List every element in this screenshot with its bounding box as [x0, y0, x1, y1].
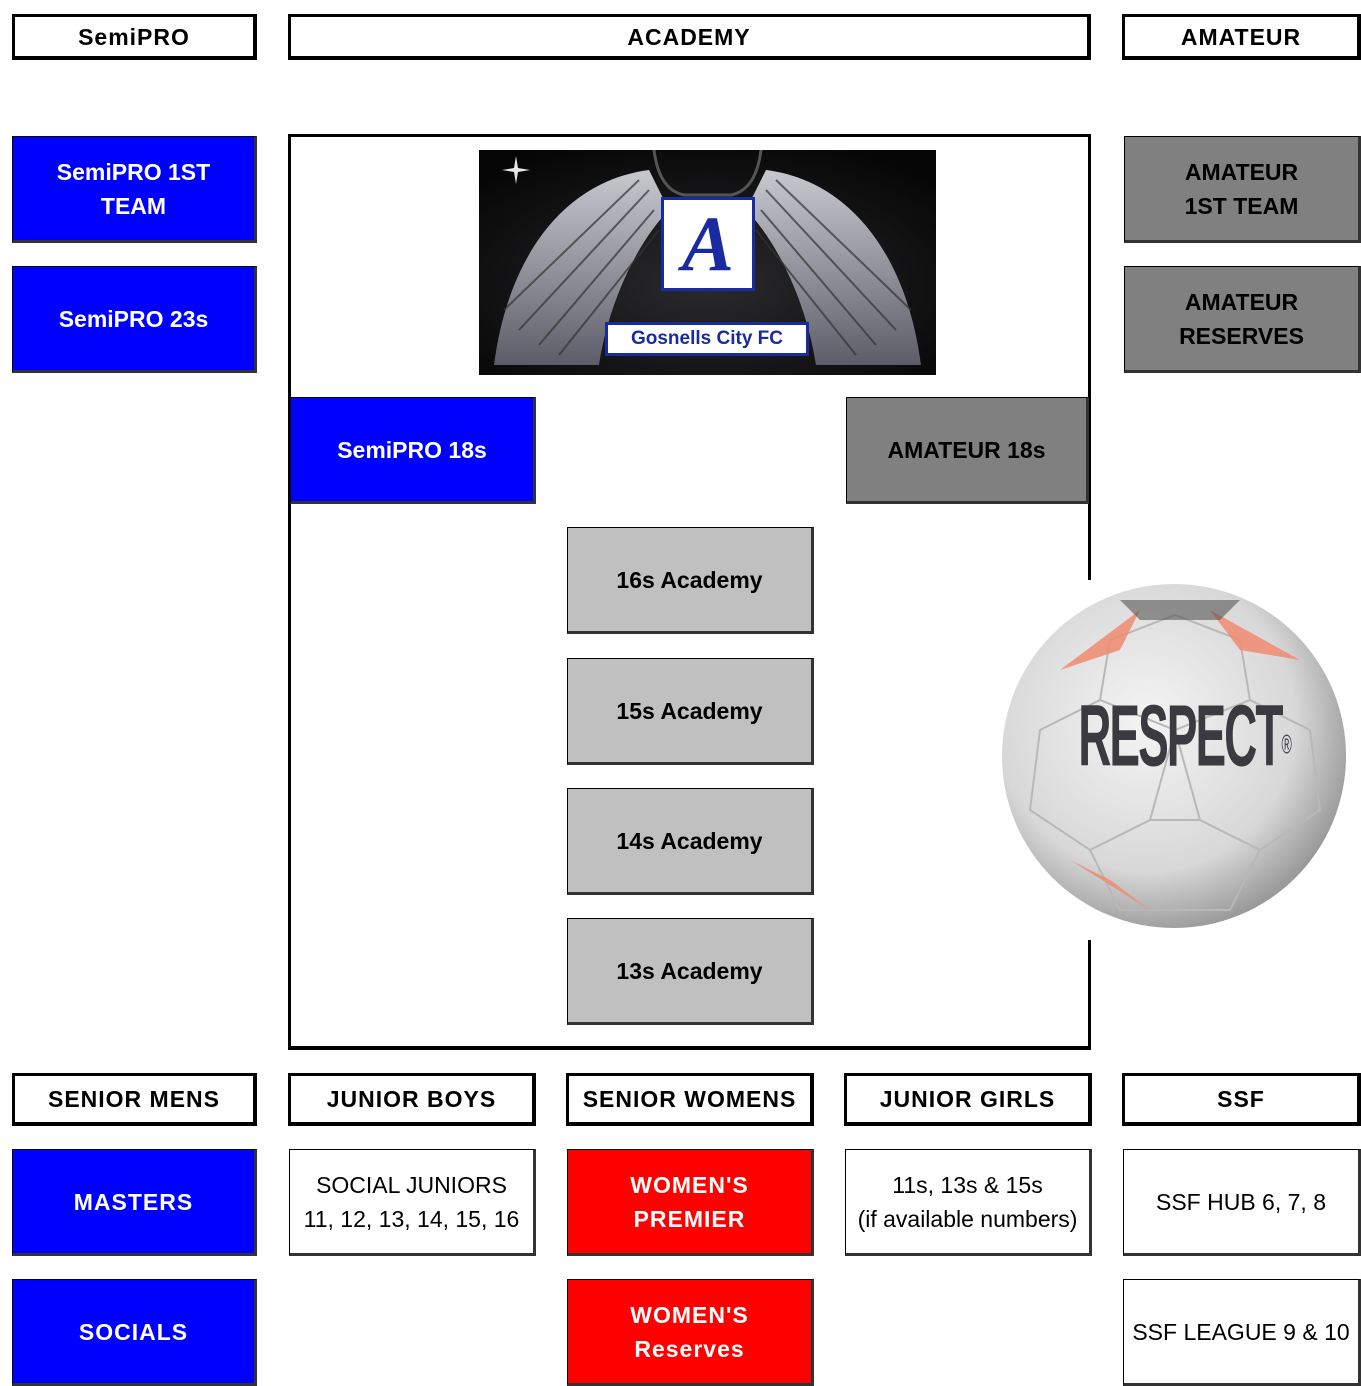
semipro-first-team: SemiPRO 1ST TEAM [12, 136, 257, 243]
masters-label: MASTERS [73, 1188, 194, 1215]
womens-reserves: WOMEN'S Reserves [567, 1279, 814, 1386]
header-academy-label: ACADEMY [627, 23, 751, 50]
header-junior-boys-label: JUNIOR BOYS [326, 1086, 497, 1112]
header-ssf: SSF [1122, 1073, 1361, 1126]
ssf-hub: SSF HUB 6, 7, 8 [1123, 1149, 1361, 1256]
header-senior-mens: SENIOR MENS [12, 1073, 257, 1126]
amateur-first-team: AMATEUR 1ST TEAM [1124, 136, 1361, 243]
football-icon [1000, 580, 1360, 940]
ssf-league: SSF LEAGUE 9 & 10 [1123, 1279, 1361, 1386]
respect-ball-image: RESPECT® [1000, 580, 1360, 940]
ssf-hub-label: SSF HUB 6, 7, 8 [1155, 1188, 1326, 1215]
crest-letter: A [681, 200, 735, 287]
ball-brand: RESPECT® [1060, 684, 1310, 787]
header-semipro: SemiPRO [12, 14, 257, 60]
ball-brand-text: RESPECT [1078, 685, 1283, 785]
club-name: Gosnells City FC [630, 328, 784, 349]
semipro-18s-label: SemiPRO 18s [337, 436, 487, 463]
junior-girls-groups-label: 11s, 13s & 15s (if available numbers) [857, 1171, 1078, 1232]
womens-reserves-label: WOMEN'S Reserves [630, 1301, 749, 1362]
academy-16s-label: 16s Academy [616, 566, 763, 593]
semipro-23s-label: SemiPRO 23s [58, 305, 209, 332]
header-senior-womens-label: SENIOR WOMENS [582, 1086, 797, 1112]
socials: SOCIALS [12, 1279, 257, 1386]
crest-badge: A [661, 197, 755, 291]
header-junior-boys: JUNIOR BOYS [288, 1073, 536, 1126]
header-amateur: AMATEUR [1122, 14, 1361, 60]
womens-premier-label: WOMEN'S PREMIER [630, 1171, 749, 1232]
semipro-18s: SemiPRO 18s [290, 397, 536, 504]
academy-15s-label: 15s Academy [616, 697, 763, 724]
header-senior-mens-label: SENIOR MENS [47, 1086, 221, 1112]
amateur-reserves-label: AMATEUR RESERVES [1179, 288, 1304, 349]
academy-13s: 13s Academy [567, 918, 814, 1025]
amateur-reserves: AMATEUR RESERVES [1124, 266, 1361, 373]
semipro-first-team-label: SemiPRO 1ST TEAM [56, 158, 211, 219]
ball-brand-mark: ® [1281, 728, 1292, 760]
academy-14s: 14s Academy [567, 788, 814, 895]
amateur-18s-label: AMATEUR 18s [887, 436, 1046, 463]
masters: MASTERS [12, 1149, 257, 1256]
header-ssf-label: SSF [1217, 1086, 1265, 1112]
club-name-plate: Gosnells City FC [605, 322, 809, 356]
header-junior-girls: JUNIOR GIRLS [844, 1073, 1092, 1126]
club-logo: A Gosnells City FC [479, 150, 936, 375]
header-junior-girls-label: JUNIOR GIRLS [879, 1086, 1056, 1112]
junior-girls-groups: 11s, 13s & 15s (if available numbers) [845, 1149, 1092, 1256]
amateur-first-team-label: AMATEUR 1ST TEAM [1184, 158, 1299, 219]
academy-16s: 16s Academy [567, 527, 814, 634]
womens-premier: WOMEN'S PREMIER [567, 1149, 814, 1256]
academy-15s: 15s Academy [567, 658, 814, 765]
header-amateur-label: AMATEUR [1180, 23, 1302, 50]
social-juniors-label: SOCIAL JUNIORS 11, 12, 13, 14, 15, 16 [303, 1171, 520, 1232]
social-juniors: SOCIAL JUNIORS 11, 12, 13, 14, 15, 16 [289, 1149, 536, 1256]
socials-label: SOCIALS [78, 1318, 189, 1345]
ssf-league-label: SSF LEAGUE 9 & 10 [1132, 1318, 1350, 1345]
header-academy: ACADEMY [288, 14, 1091, 60]
academy-14s-label: 14s Academy [616, 827, 763, 854]
semipro-23s: SemiPRO 23s [12, 266, 257, 373]
header-senior-womens: SENIOR WOMENS [566, 1073, 814, 1126]
academy-13s-label: 13s Academy [616, 957, 763, 984]
header-semipro-label: SemiPRO [78, 23, 190, 50]
amateur-18s: AMATEUR 18s [846, 397, 1089, 504]
